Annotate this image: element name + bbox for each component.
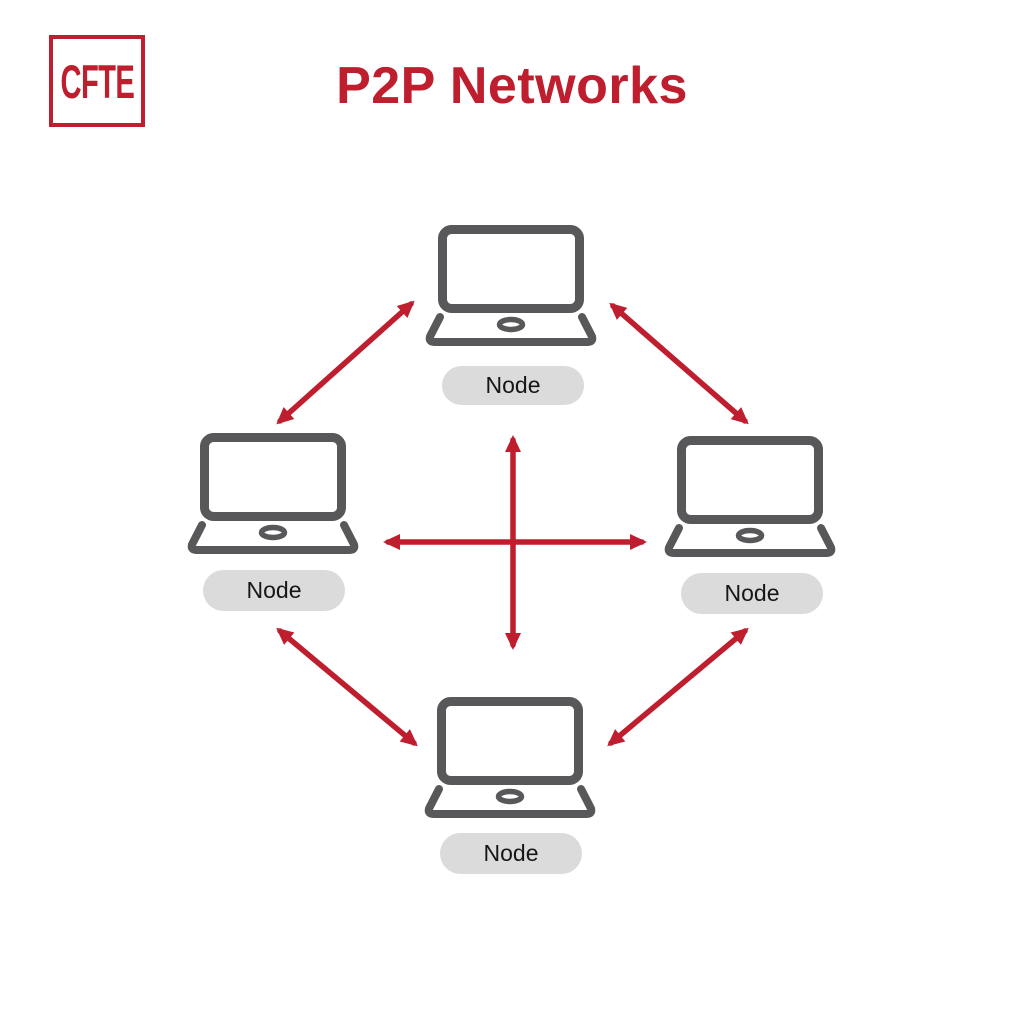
laptop-icon (185, 429, 361, 555)
node-label-left: Node (203, 570, 345, 611)
laptop-icon (662, 432, 838, 558)
cfte-logo: CFTE (49, 35, 145, 127)
laptop-icon (422, 693, 598, 819)
page-title: P2P Networks (336, 57, 688, 115)
arrow-top-right-icon (609, 302, 749, 425)
arrow-top-left-icon (276, 300, 415, 425)
cfte-logo-text: CFTE (60, 54, 134, 108)
node-label-bottom: Node (440, 833, 582, 874)
arrow-bottom-left-icon (276, 627, 418, 747)
laptop-icon (423, 221, 599, 347)
arrow-bottom-right-icon (607, 627, 749, 747)
node-label-top: Node (442, 366, 584, 405)
node-label-right: Node (681, 573, 823, 614)
